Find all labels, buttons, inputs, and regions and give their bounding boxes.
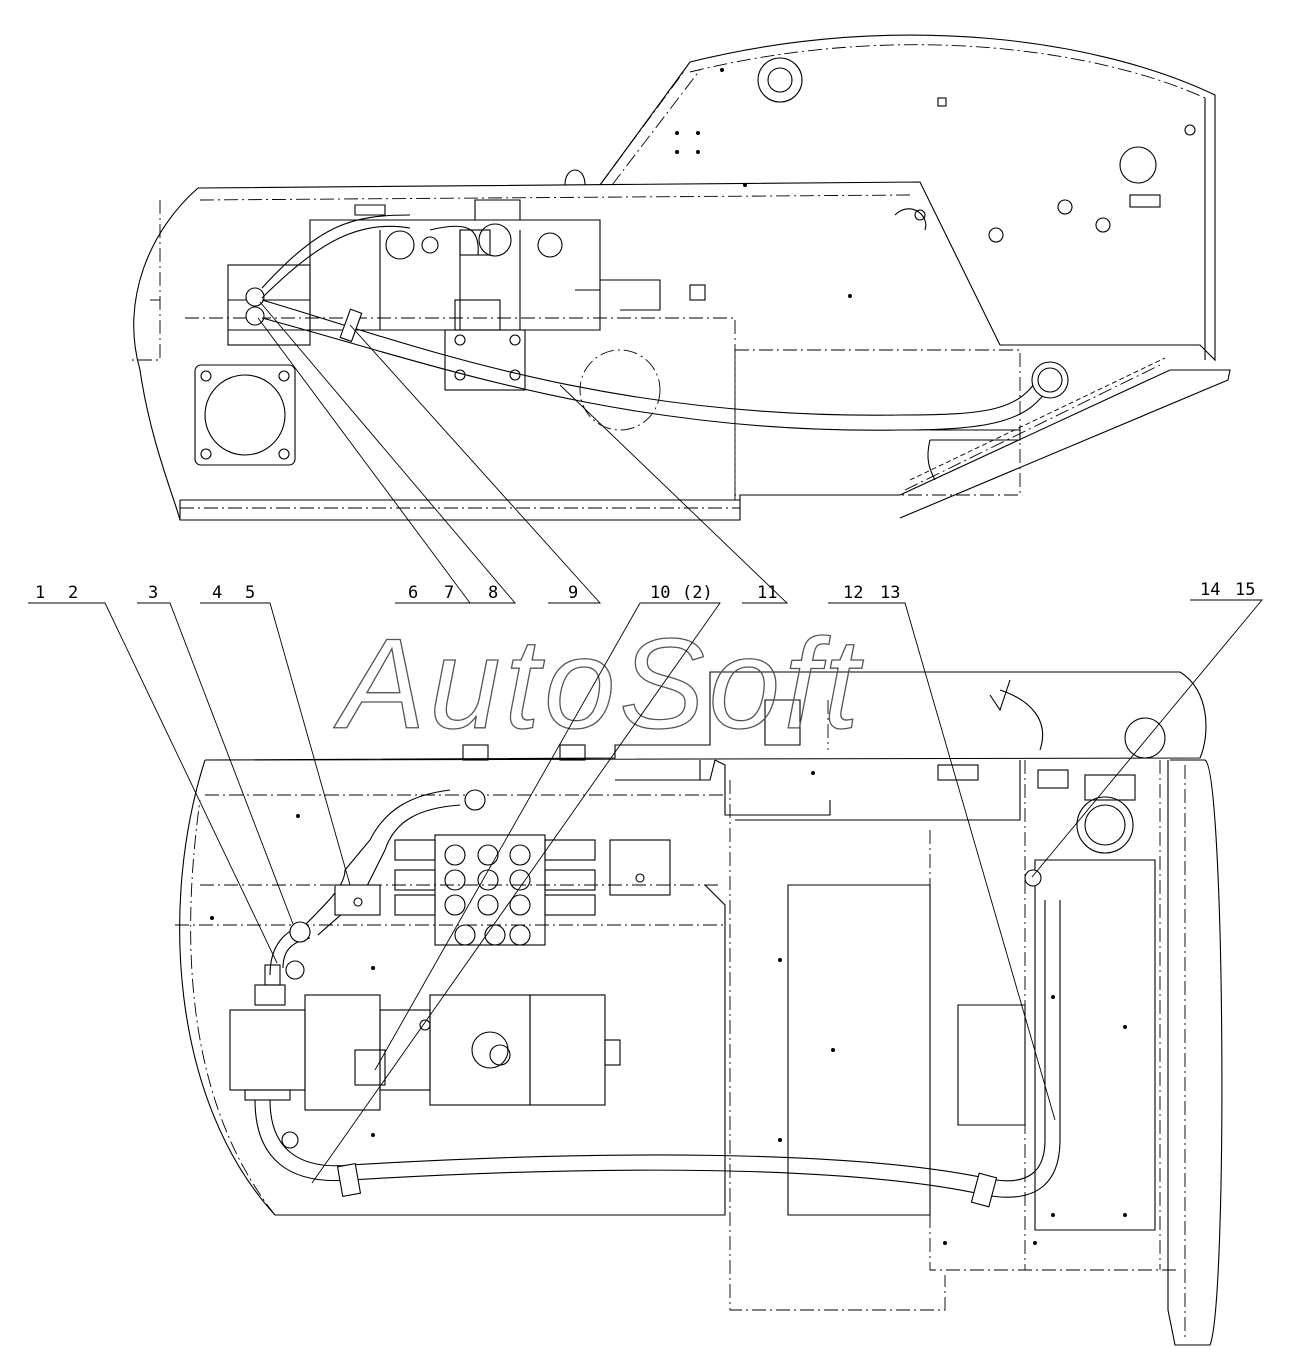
callout-4: 4 (212, 583, 222, 603)
callout-6: 6 (408, 583, 418, 603)
top-view (130, 34, 1231, 521)
watermark: AutoSoft (333, 613, 863, 756)
bottom-hose-13 (254, 900, 1061, 1198)
callout-leaders (28, 301, 1263, 1184)
hose-clamp-12 (970, 1172, 998, 1208)
callout-1: 1 (35, 583, 45, 603)
callout-12: 12 (843, 583, 863, 603)
callout-labels: 1 2 3 4 5 6 7 8 9 10 (2) 11 12 13 14 15 (35, 580, 1255, 603)
callout-10: 10 (650, 583, 670, 603)
callout-10-qty: (2) (682, 583, 713, 603)
bottom-pump-assembly (229, 964, 621, 1111)
top-mount-plate (444, 329, 526, 391)
callout-7: 7 (444, 583, 454, 603)
top-elbow-fitting (1031, 361, 1069, 399)
top-pump-flange (194, 364, 296, 466)
top-fitting-6 (245, 287, 265, 307)
callout-15: 15 (1235, 580, 1255, 600)
bottom-control-valve-bank (394, 834, 671, 946)
top-hose-11 (261, 299, 1041, 416)
callout-8: 8 (488, 583, 498, 603)
callout-3: 3 (148, 583, 158, 603)
hose-clamp-10 (336, 1163, 362, 1197)
callout-13: 13 (880, 583, 900, 603)
bottom-view (175, 671, 1223, 1346)
bottom-frame-outline (204, 671, 1207, 761)
top-frame-outline (133, 34, 1216, 521)
callout-5: 5 (245, 583, 255, 603)
top-tank-outline (734, 349, 1021, 496)
callout-14: 14 (1200, 580, 1220, 600)
bottom-tank-panel (787, 884, 931, 1216)
callout-2: 2 (68, 583, 78, 603)
callout-9: 9 (568, 583, 578, 603)
callout-11: 11 (757, 583, 777, 603)
